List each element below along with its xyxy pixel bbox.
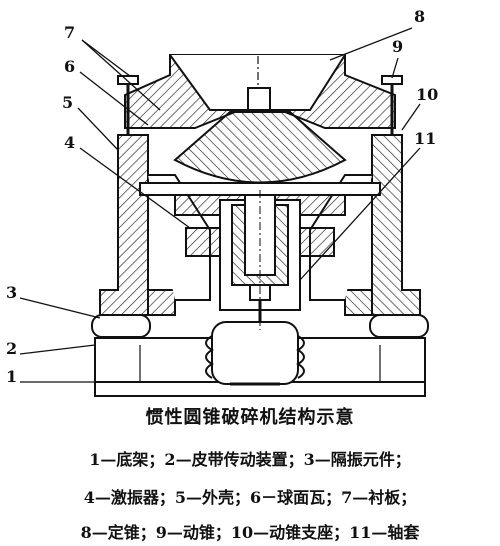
legend-line-2: 4—激振器；5—外壳；6－球面瓦；7—衬板； (83, 488, 417, 507)
callout-6: 6 (64, 57, 75, 76)
callout-7: 7 (64, 23, 75, 42)
callout-10: 10 (416, 85, 438, 104)
isolator-left (91, 314, 151, 338)
legend-line-3: 8—定锥；9—动锥；10—动锥支座；11—轴套 (80, 523, 420, 542)
callout-3: 3 (6, 283, 17, 302)
legend-line-1: 1—底架；2—皮带传动装置；3—隔振元件； (89, 450, 411, 469)
bolts (117, 75, 403, 135)
callout-numbers: 7 6 5 4 3 2 1 8 9 10 11 (6, 7, 438, 386)
machine-drawing (91, 54, 429, 397)
callout-5: 5 (62, 93, 73, 112)
callout-leaders (19, 27, 421, 383)
belt-drive (205, 321, 305, 386)
outer-shell (99, 134, 176, 316)
callout-4: 4 (64, 133, 75, 152)
callout-2: 2 (6, 339, 17, 358)
moving-cone (173, 111, 347, 184)
isolator-right (369, 314, 429, 338)
callout-1: 1 (6, 367, 17, 386)
callout-11: 11 (414, 129, 436, 148)
crusher-structure-diagram: 7 6 5 4 3 2 1 8 9 10 11 (6, 7, 438, 397)
callout-8: 8 (414, 7, 425, 26)
figure-title: 惯性圆锥破碎机结构示意 (145, 407, 355, 428)
callout-9: 9 (392, 37, 403, 56)
